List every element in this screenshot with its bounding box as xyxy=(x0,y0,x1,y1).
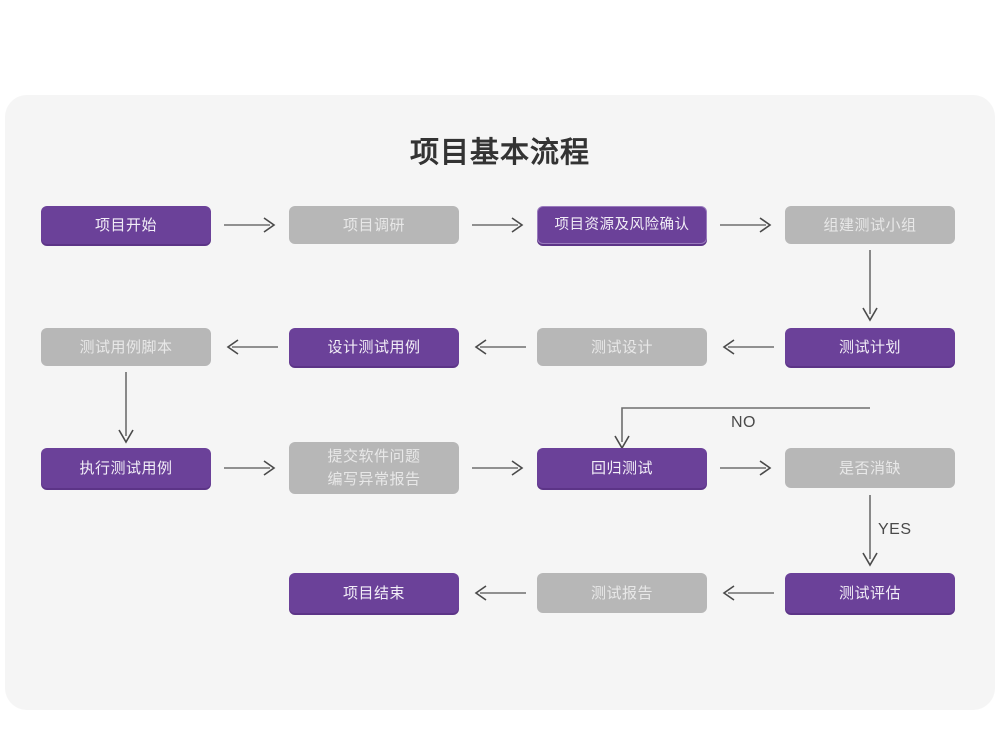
node-label: 测试评估 xyxy=(838,584,901,602)
node-label: 提交软件问题 编写异常报告 xyxy=(327,448,421,488)
node-label: 测试用例脚本 xyxy=(79,338,173,356)
node-label: 测试计划 xyxy=(838,338,901,356)
flowchart-panel xyxy=(5,95,995,710)
node-submit-defect-report[interactable]: 提交软件问题 编写异常报告 xyxy=(289,442,459,494)
node-test-plan[interactable]: 测试计划 xyxy=(785,328,955,366)
node-label: 项目调研 xyxy=(342,216,405,234)
node-project-end[interactable]: 项目结束 xyxy=(289,573,459,613)
node-project-research[interactable]: 项目调研 xyxy=(289,206,459,244)
node-label: 测试设计 xyxy=(590,338,653,356)
node-label: 设计测试用例 xyxy=(327,338,421,356)
edge-label-yes: YES xyxy=(878,521,912,538)
node-test-report[interactable]: 测试报告 xyxy=(537,573,707,613)
page-title: 项目基本流程 xyxy=(409,137,590,169)
node-label: 项目结束 xyxy=(342,584,405,602)
node-design-test-case[interactable]: 设计测试用例 xyxy=(289,328,459,366)
node-regression-test[interactable]: 回归测试 xyxy=(537,448,707,488)
node-label: 执行测试用例 xyxy=(79,459,173,477)
node-label: 项目资源及风险确认 xyxy=(554,216,690,233)
node-project-start[interactable]: 项目开始 xyxy=(41,206,211,244)
node-test-evaluation[interactable]: 测试评估 xyxy=(785,573,955,613)
edge-label-no: NO xyxy=(731,414,756,431)
node-execute-test-case[interactable]: 执行测试用例 xyxy=(41,448,211,488)
node-label: 测试报告 xyxy=(590,584,653,602)
node-label: 组建测试小组 xyxy=(823,216,917,234)
node-label: 项目开始 xyxy=(94,216,157,234)
node-test-design[interactable]: 测试设计 xyxy=(537,328,707,366)
node-label: 回归测试 xyxy=(590,459,653,477)
node-build-test-team[interactable]: 组建测试小组 xyxy=(785,206,955,244)
node-label: 是否消缺 xyxy=(838,459,901,477)
node-test-case-script[interactable]: 测试用例脚本 xyxy=(41,328,211,366)
node-defect-cleared[interactable]: 是否消缺 xyxy=(785,448,955,488)
node-resource-risk-confirm[interactable]: 项目资源及风险确认 xyxy=(537,206,707,244)
